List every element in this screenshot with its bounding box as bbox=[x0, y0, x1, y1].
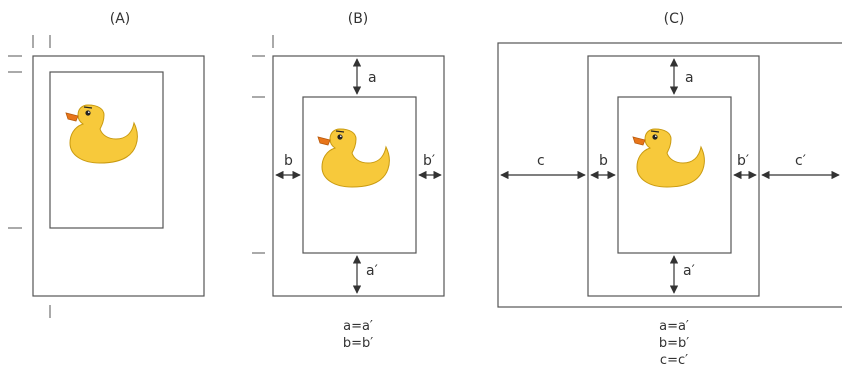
duck-icon bbox=[317, 128, 390, 188]
label-a: a bbox=[368, 70, 377, 86]
label-a-prime: a′ bbox=[366, 263, 378, 279]
panel-c: (C) a a′ b b′ c c′ bbox=[497, 11, 842, 308]
label-b: b bbox=[599, 153, 608, 169]
panel-a-image bbox=[49, 71, 164, 229]
label-b: b bbox=[284, 153, 293, 169]
equation: a=a′ bbox=[343, 319, 373, 334]
panel-b-paper bbox=[272, 55, 445, 297]
panel-a: (A) bbox=[8, 11, 205, 318]
panel-b-image bbox=[302, 96, 417, 254]
duck-icon bbox=[632, 128, 705, 188]
panel-a-paper bbox=[32, 55, 205, 297]
equation: b=b′ bbox=[342, 336, 374, 351]
panel-c-title: (C) bbox=[664, 11, 685, 27]
panel-c-equations: a=a′ b=b′ c=c′ bbox=[646, 318, 702, 369]
label-b-prime: b′ bbox=[737, 153, 749, 169]
panel-a-title: (A) bbox=[110, 11, 131, 27]
label-a: a bbox=[685, 70, 694, 86]
panel-b-equations: a=a′ b=b′ bbox=[330, 318, 386, 352]
panel-c-frame bbox=[587, 55, 760, 297]
panel-b: (B) a a′ b b′ bbox=[252, 11, 445, 297]
panel-c-paper bbox=[497, 42, 842, 308]
label-c: c bbox=[537, 153, 545, 169]
label-a-prime: a′ bbox=[683, 263, 695, 279]
equation: a=a′ bbox=[659, 319, 689, 334]
label-c-prime: c′ bbox=[795, 153, 806, 169]
label-b-prime: b′ bbox=[423, 153, 435, 169]
panel-c-image bbox=[617, 96, 732, 254]
panel-b-title: (B) bbox=[348, 11, 369, 27]
duck-icon bbox=[65, 104, 138, 164]
equation: b=b′ bbox=[658, 336, 690, 351]
equation: c=c′ bbox=[659, 353, 689, 368]
